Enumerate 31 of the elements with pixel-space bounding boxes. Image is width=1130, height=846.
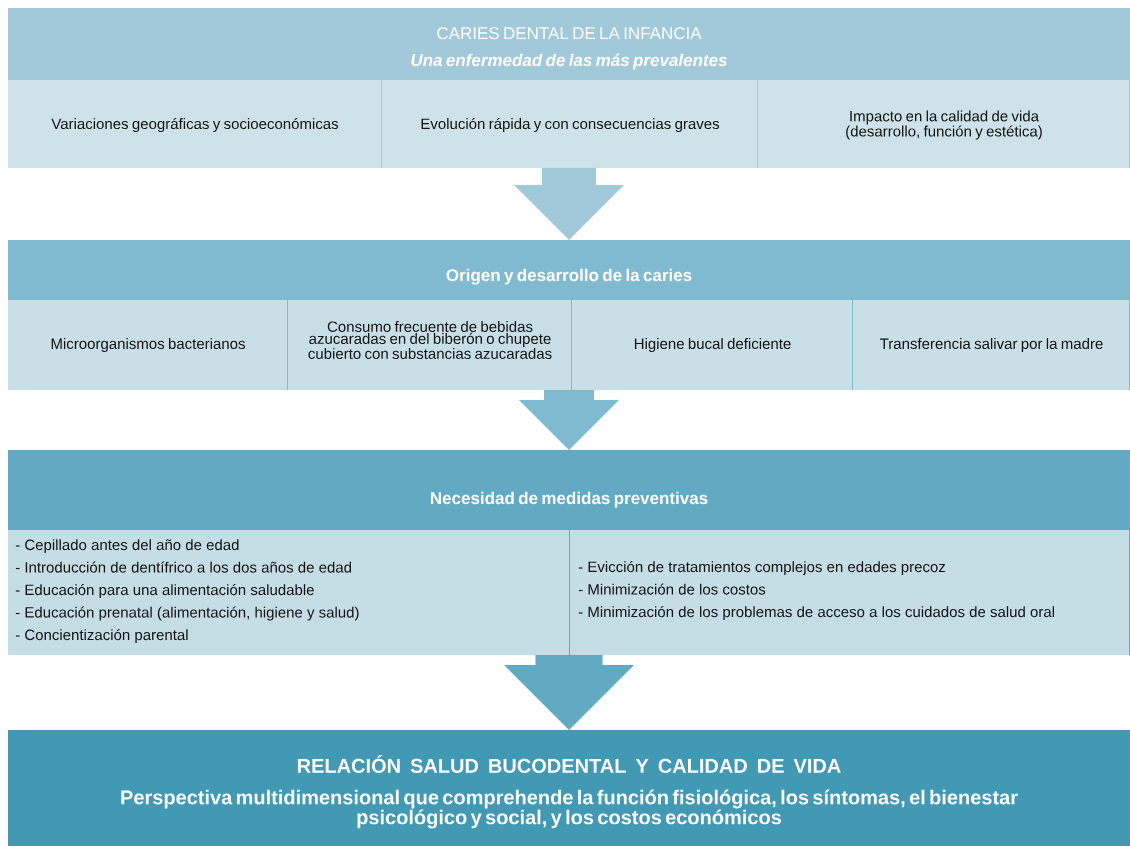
info-cell: Evolución rápida y con consecuencias graves — [382, 80, 757, 168]
block-arrow — [518, 389, 620, 451]
node-label: Higiene bucal deficiente — [634, 338, 791, 352]
node-label: Variaciones geográficas y socioeconómicas — [51, 117, 339, 133]
node-label: Transferencia salivar por la madre — [879, 338, 1103, 352]
list-item: - Minimización de los problemas de acceso a los cuidados de salud oral — [578, 605, 1054, 621]
info-cell: Impacto en la calidad de vida (desarrollo, función y estética) — [758, 80, 1129, 168]
node-label: Consumo frecuente de bebidas azucaradas en del biberón o chupete cubierto con substancias azucaradas — [308, 321, 552, 359]
info-cell: Microorganismos bacterianos — [8, 300, 287, 390]
section-subtitle: Una enfermedad de las más prevalentes — [411, 53, 727, 70]
list-item: - Educación para una alimentación saludable — [15, 583, 314, 599]
info-cell: Consumo frecuente de bebidas azucaradas en del biberón o chupete cubierto con substancias azucaradas — [288, 300, 571, 390]
section-heading: CARIES DENTAL DE LA INFANCIA — [437, 27, 702, 40]
node-label: Impacto en la calidad de vida (desarrollo, función y estética) — [846, 110, 1042, 140]
list-item: - Educación prenatal (alimentación, higiene y salud) — [15, 606, 359, 621]
section-subtitle: Perspectiva multidimensional que comprehende la función fisiológica, los síntomas, el bienestar psicológico y social, y los costos económicos — [121, 789, 1018, 829]
info-cell: Higiene bucal deficiente — [572, 300, 852, 390]
info-cell: Variaciones geográficas y socioeconómicas — [8, 80, 381, 168]
list-item: - Introducción de dentífrico a los dos años de edad — [15, 561, 352, 573]
section-heading: Necesidad de medidas preventivas — [430, 491, 708, 508]
section-heading: RELACIÓN SALUD BUCODENTAL Y CALIDAD DE VIDA — [297, 755, 841, 773]
list-item: - Cepillado antes del año de edad — [15, 539, 239, 554]
list-item: - Minimización de los costos — [578, 583, 766, 595]
info-cell: Transferencia salivar por la madre — [853, 300, 1129, 390]
block-arrow — [503, 654, 635, 731]
node-label: Microorganismos bacterianos — [51, 338, 245, 352]
block-arrow — [513, 167, 625, 241]
section-heading: Origen y desarrollo de la caries — [446, 268, 692, 285]
node-label: Evolución rápida y con consecuencias graves — [421, 117, 720, 133]
list-item: - Evicción de tratamientos complejos en edades precoz — [578, 560, 946, 576]
list-item: - Concientización parental — [15, 628, 188, 644]
